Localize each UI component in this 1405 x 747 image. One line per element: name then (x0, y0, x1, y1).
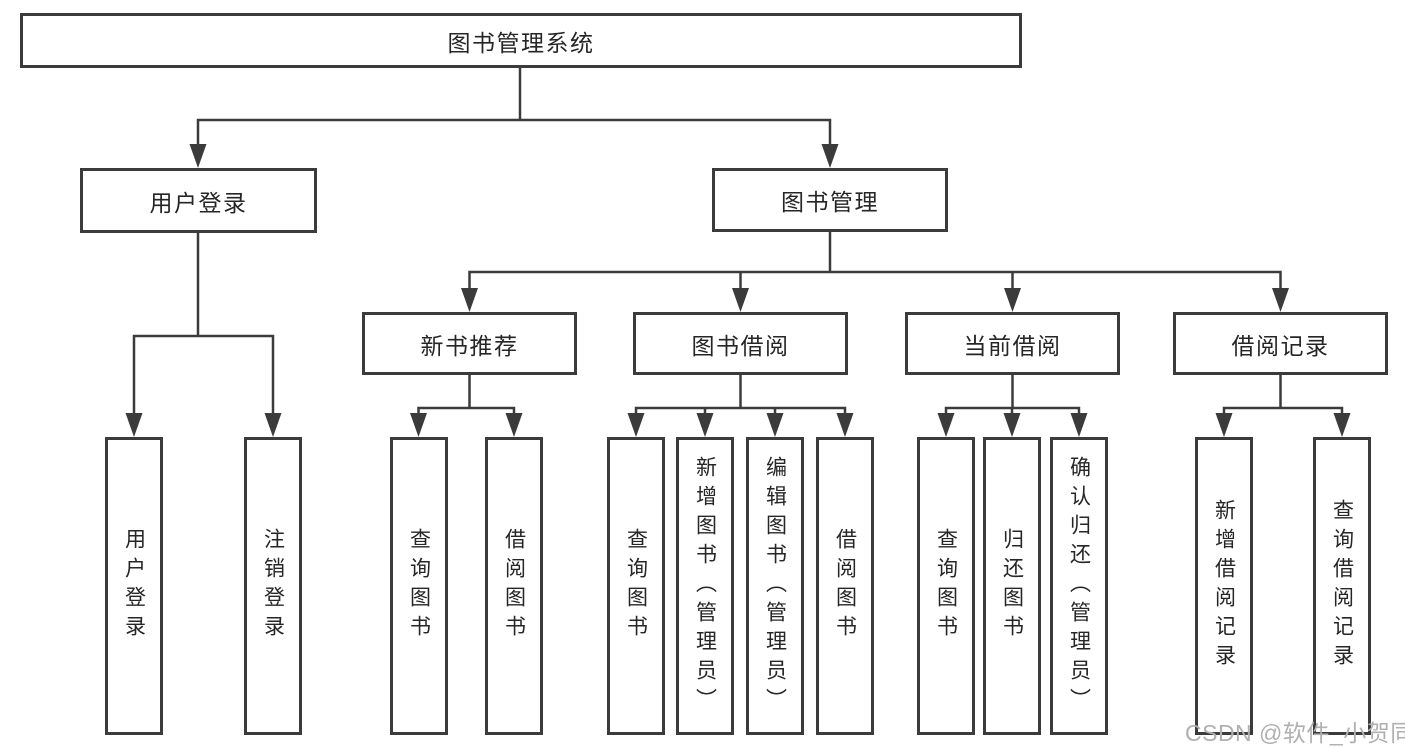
leaf-nb-query-books-label: 查询图书 (407, 528, 431, 644)
node-new-book-recommend: 新书推荐 (362, 312, 577, 375)
leaf-bw-borrow-books-label: 借阅图书 (833, 528, 857, 644)
csdn-watermark: CSDN @软件_小贺同学 (1185, 720, 1405, 746)
connector-book-borrow-children (627, 375, 854, 437)
leaf-cu-confirm-return-admin: 确认归还（管理员） (1050, 437, 1108, 735)
leaf-user-login-label: 用户登录 (122, 528, 146, 644)
leaf-nb-query-books: 查询图书 (390, 437, 448, 735)
leaf-rc-add-record: 新增借阅记录 (1195, 437, 1253, 735)
leaf-bw-query-books-label: 查询图书 (624, 528, 648, 644)
leaf-cu-query-books-label: 查询图书 (934, 528, 958, 644)
connector-user-login-children (125, 233, 282, 437)
leaf-cu-return-books-label: 归还图书 (1000, 528, 1024, 644)
node-book-borrow: 图书借阅 (633, 312, 848, 375)
leaf-rc-add-record-label: 新增借阅记录 (1212, 499, 1236, 673)
leaf-cu-query-books: 查询图书 (917, 437, 975, 735)
node-root-label: 图书管理系统 (447, 29, 595, 56)
node-user-login: 用户登录 (80, 168, 317, 233)
node-borrow-records-label: 借阅记录 (1231, 332, 1330, 359)
leaf-bw-query-books: 查询图书 (607, 437, 665, 735)
node-current-borrow-label: 当前借阅 (963, 332, 1062, 359)
leaf-rc-query-record-label: 查询借阅记录 (1330, 499, 1354, 673)
node-book-mgmt-label: 图书管理 (781, 189, 879, 215)
node-current-borrow: 当前借阅 (905, 312, 1120, 375)
leaf-user-login: 用户登录 (105, 437, 163, 735)
leaf-nb-borrow-books: 借阅图书 (485, 437, 543, 735)
connector-new-book-children (410, 375, 523, 437)
leaf-nb-borrow-books-label: 借阅图书 (502, 528, 526, 644)
node-book-mgmt: 图书管理 (712, 168, 948, 232)
node-user-login-label: 用户登录 (149, 189, 248, 216)
leaf-bw-edit-books-admin-label: 编辑图书（管理员） (763, 455, 787, 717)
leaf-logout-label: 注销登录 (261, 528, 285, 644)
connector-current-borrow-children (937, 375, 1088, 437)
leaf-rc-query-record: 查询借阅记录 (1313, 437, 1371, 735)
connector-root-to-level2 (189, 68, 839, 168)
connector-borrow-records-children (1215, 375, 1351, 437)
connector-book-mgmt-children (461, 232, 1289, 312)
leaf-logout: 注销登录 (244, 437, 302, 735)
node-root: 图书管理系统 (20, 13, 1022, 68)
leaf-cu-confirm-return-admin-label: 确认归还（管理员） (1067, 455, 1091, 717)
leaf-bw-add-books-admin: 新增图书（管理员） (676, 437, 734, 735)
node-borrow-records: 借阅记录 (1173, 312, 1388, 375)
leaf-bw-borrow-books: 借阅图书 (816, 437, 874, 735)
leaf-bw-add-books-admin-label: 新增图书（管理员） (693, 455, 717, 717)
leaf-bw-edit-books-admin: 编辑图书（管理员） (746, 437, 804, 735)
node-book-borrow-label: 图书借阅 (691, 332, 790, 359)
leaf-cu-return-books: 归还图书 (983, 437, 1041, 735)
node-new-book-recommend-label: 新书推荐 (420, 332, 519, 359)
